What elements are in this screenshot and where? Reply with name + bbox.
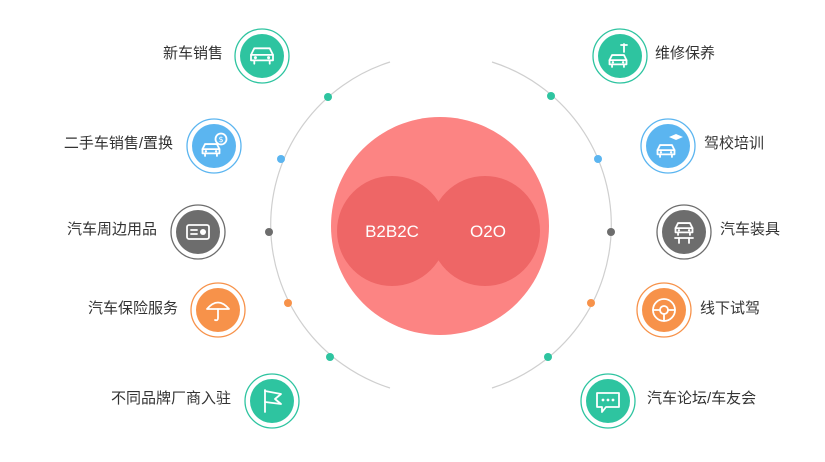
b2b2c-label: B2B2C (365, 222, 419, 241)
o2o-circle (430, 176, 540, 286)
umbrella-icon (190, 282, 246, 338)
car-accessory-icon (170, 204, 226, 260)
left-label-accessories: 汽车周边用品 (66, 221, 157, 238)
right-ring-dot (607, 228, 615, 236)
left-ring-dot (265, 228, 273, 236)
svg-text:$: $ (218, 135, 223, 144)
left-ring-dot (326, 353, 334, 361)
car-front-icon (234, 28, 290, 84)
o2o-label: O2O (470, 222, 506, 241)
icon-badges: $ (170, 28, 712, 429)
right-label-test-drive: 线下试驾 (700, 300, 761, 317)
right-label-repair: 维修保养 (655, 45, 716, 62)
right-ring-dot (587, 299, 595, 307)
left-label-used-car: 二手车销售/置换 (63, 135, 173, 152)
center-circles: B2B2C O2O (331, 117, 549, 335)
right-ring-dot (544, 353, 552, 361)
b2b2c-circle (337, 176, 447, 286)
right-ring-dot (547, 92, 555, 100)
flag-icon (244, 373, 300, 429)
left-ring-dot (277, 155, 285, 163)
right-ring-dot (594, 155, 602, 163)
left-label-insurance: 汽车保险服务 (87, 300, 178, 317)
car-dollar-icon: $ (186, 118, 242, 174)
right-label-forum: 汽车论坛/车友会 (647, 390, 757, 407)
left-ring-dot (324, 93, 332, 101)
ring-dots (265, 92, 615, 361)
car-graduation-icon (640, 118, 696, 174)
right-label-car-equipment: 汽车装具 (720, 221, 781, 238)
left-label-brands: 不同品牌厂商入驻 (110, 390, 231, 407)
steering-wheel-icon (636, 282, 692, 338)
chat-bubble-icon (580, 373, 636, 429)
right-label-driving-school: 驾校培训 (704, 135, 765, 152)
left-label-new-car-sales: 新车销售 (162, 45, 223, 62)
car-lift-icon (656, 204, 712, 260)
left-ring-dot (284, 299, 292, 307)
car-repair-icon (592, 28, 648, 84)
